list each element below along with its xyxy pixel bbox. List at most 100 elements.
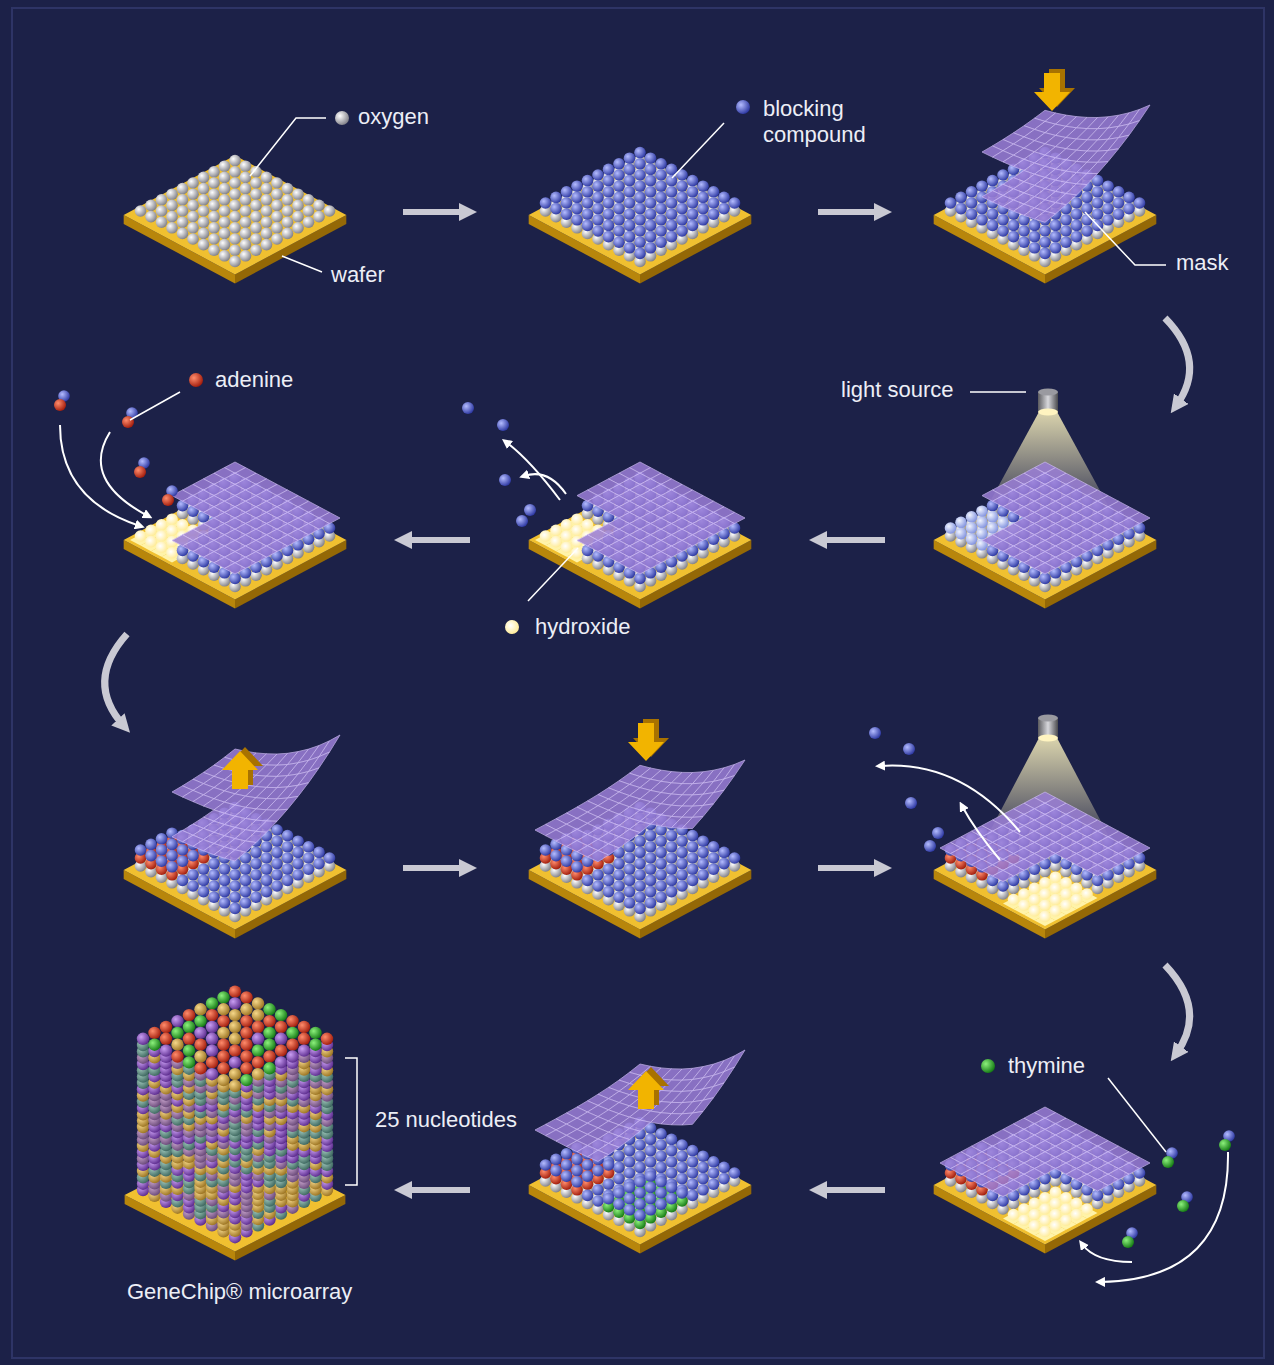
nucleotide-ball — [592, 203, 604, 215]
nucleotide-ball — [219, 228, 231, 240]
nucleotide-ball — [966, 522, 978, 534]
nucleotide-ball — [1050, 231, 1062, 243]
nucleotide-ball — [582, 186, 594, 198]
nucleotide-ball — [177, 205, 189, 217]
nucleotide-ball — [655, 180, 667, 192]
mask-cell — [1087, 162, 1108, 174]
nucleotide-ball — [645, 863, 657, 875]
nucleotide-ball — [592, 169, 604, 181]
wafer-side — [1045, 540, 1156, 608]
nucleotide-ball — [987, 175, 999, 187]
nucleotide-ball — [976, 517, 988, 529]
nucleotide-ball — [655, 214, 667, 226]
nucleotide-ball — [303, 863, 315, 875]
nucleotide-ball — [1134, 197, 1146, 209]
nucleotide-ball — [666, 186, 678, 198]
nucleotide-ball — [687, 186, 699, 198]
nucleotide-ball — [571, 203, 583, 215]
nucleotide-ball — [997, 225, 1009, 237]
nucleotide-ball — [624, 152, 636, 164]
nucleotide-ball — [561, 541, 573, 553]
nucleotide-ball — [645, 197, 657, 209]
nucleotide-ball — [229, 155, 241, 167]
nucleotide-ball — [219, 194, 231, 206]
nucleotide-ball — [198, 886, 210, 898]
nucleotide-ball — [571, 525, 583, 537]
nucleotide-ball — [708, 852, 720, 864]
nucleotide-ball — [229, 177, 241, 189]
nucleotide-ball — [666, 208, 678, 220]
nucleotide-ball — [655, 225, 667, 237]
nucleotide-ball — [271, 200, 283, 212]
nucleotide-ball — [292, 211, 304, 223]
nucleotide-ball — [666, 175, 678, 187]
nucleotide-ball — [603, 186, 615, 198]
wafer-side — [640, 215, 751, 283]
nucleotide-ball — [1039, 225, 1051, 237]
nucleotide-ball — [271, 188, 283, 200]
nucleotide-ball — [208, 858, 220, 870]
nucleotide-ball — [645, 875, 657, 887]
nucleotide-ball — [303, 194, 315, 206]
nucleotide-ball — [166, 525, 178, 537]
nucleotide-ball — [976, 180, 988, 192]
nucleotide-ball — [156, 194, 168, 206]
mask-cell — [1108, 135, 1129, 150]
nucleotide-ball — [1081, 225, 1093, 237]
nucleotide-ball — [634, 225, 646, 237]
nucleotide-ball — [261, 886, 273, 898]
nucleotide-ball — [250, 891, 262, 903]
wafer-side — [235, 540, 346, 608]
nucleotide-ball — [324, 852, 336, 864]
wafer-top — [124, 156, 347, 275]
nucleotide-ball — [634, 248, 646, 260]
nucleotide-ball — [219, 886, 231, 898]
nucleotide-ball — [198, 863, 210, 875]
nucleotide-ball — [603, 886, 615, 898]
nucleotide-ball — [603, 231, 615, 243]
nucleotide-ball — [592, 869, 604, 881]
nucleotide-ball — [655, 891, 667, 903]
nucleotide-ball — [613, 192, 625, 204]
nucleotide-ball — [571, 192, 583, 204]
mask-cell — [246, 831, 267, 842]
nucleotide-ball — [166, 188, 178, 200]
nucleotide-ball — [1102, 214, 1114, 226]
nucleotide-ball — [250, 211, 262, 223]
nucleotide-ball — [303, 205, 315, 217]
nucleotide-ball — [219, 205, 231, 217]
nucleotide-ball — [634, 847, 646, 859]
nucleotide-ball — [292, 222, 304, 234]
nucleotide-ball — [271, 835, 283, 847]
nucleotide-ball — [292, 188, 304, 200]
nucleotide-ball — [240, 160, 252, 172]
nucleotide-ball — [655, 203, 667, 215]
nucleotide-ball — [1029, 220, 1041, 232]
wafer-panel — [934, 462, 1157, 608]
nucleotide-ball — [219, 863, 231, 875]
nucleotide-ball — [561, 530, 573, 542]
nucleotide-ball — [1071, 220, 1083, 232]
wafer-panel — [124, 735, 347, 938]
wafer-side — [529, 870, 640, 938]
nucleotide-ball — [966, 511, 978, 523]
wafer-top — [529, 811, 752, 930]
nucleotide-ball — [156, 844, 168, 856]
nucleotide-ball — [687, 175, 699, 187]
nucleotide-ball — [645, 242, 657, 254]
nucleotide-ball — [187, 850, 199, 862]
nucleotide-ball — [292, 858, 304, 870]
nucleotide-ball — [655, 835, 667, 847]
nucleotide-ball — [550, 203, 562, 215]
nucleotide-ball — [187, 222, 199, 234]
nucleotide-ball — [271, 869, 283, 881]
nucleotide-ball — [261, 875, 273, 887]
nucleotide-ball — [634, 158, 646, 170]
nucleotide-ball — [603, 164, 615, 176]
nucleotide-ball — [145, 850, 157, 862]
nucleotide-ball — [697, 203, 709, 215]
nucleotide-ball — [145, 839, 157, 851]
nucleotide-ball — [729, 852, 741, 864]
nucleotide-ball — [1123, 203, 1135, 215]
